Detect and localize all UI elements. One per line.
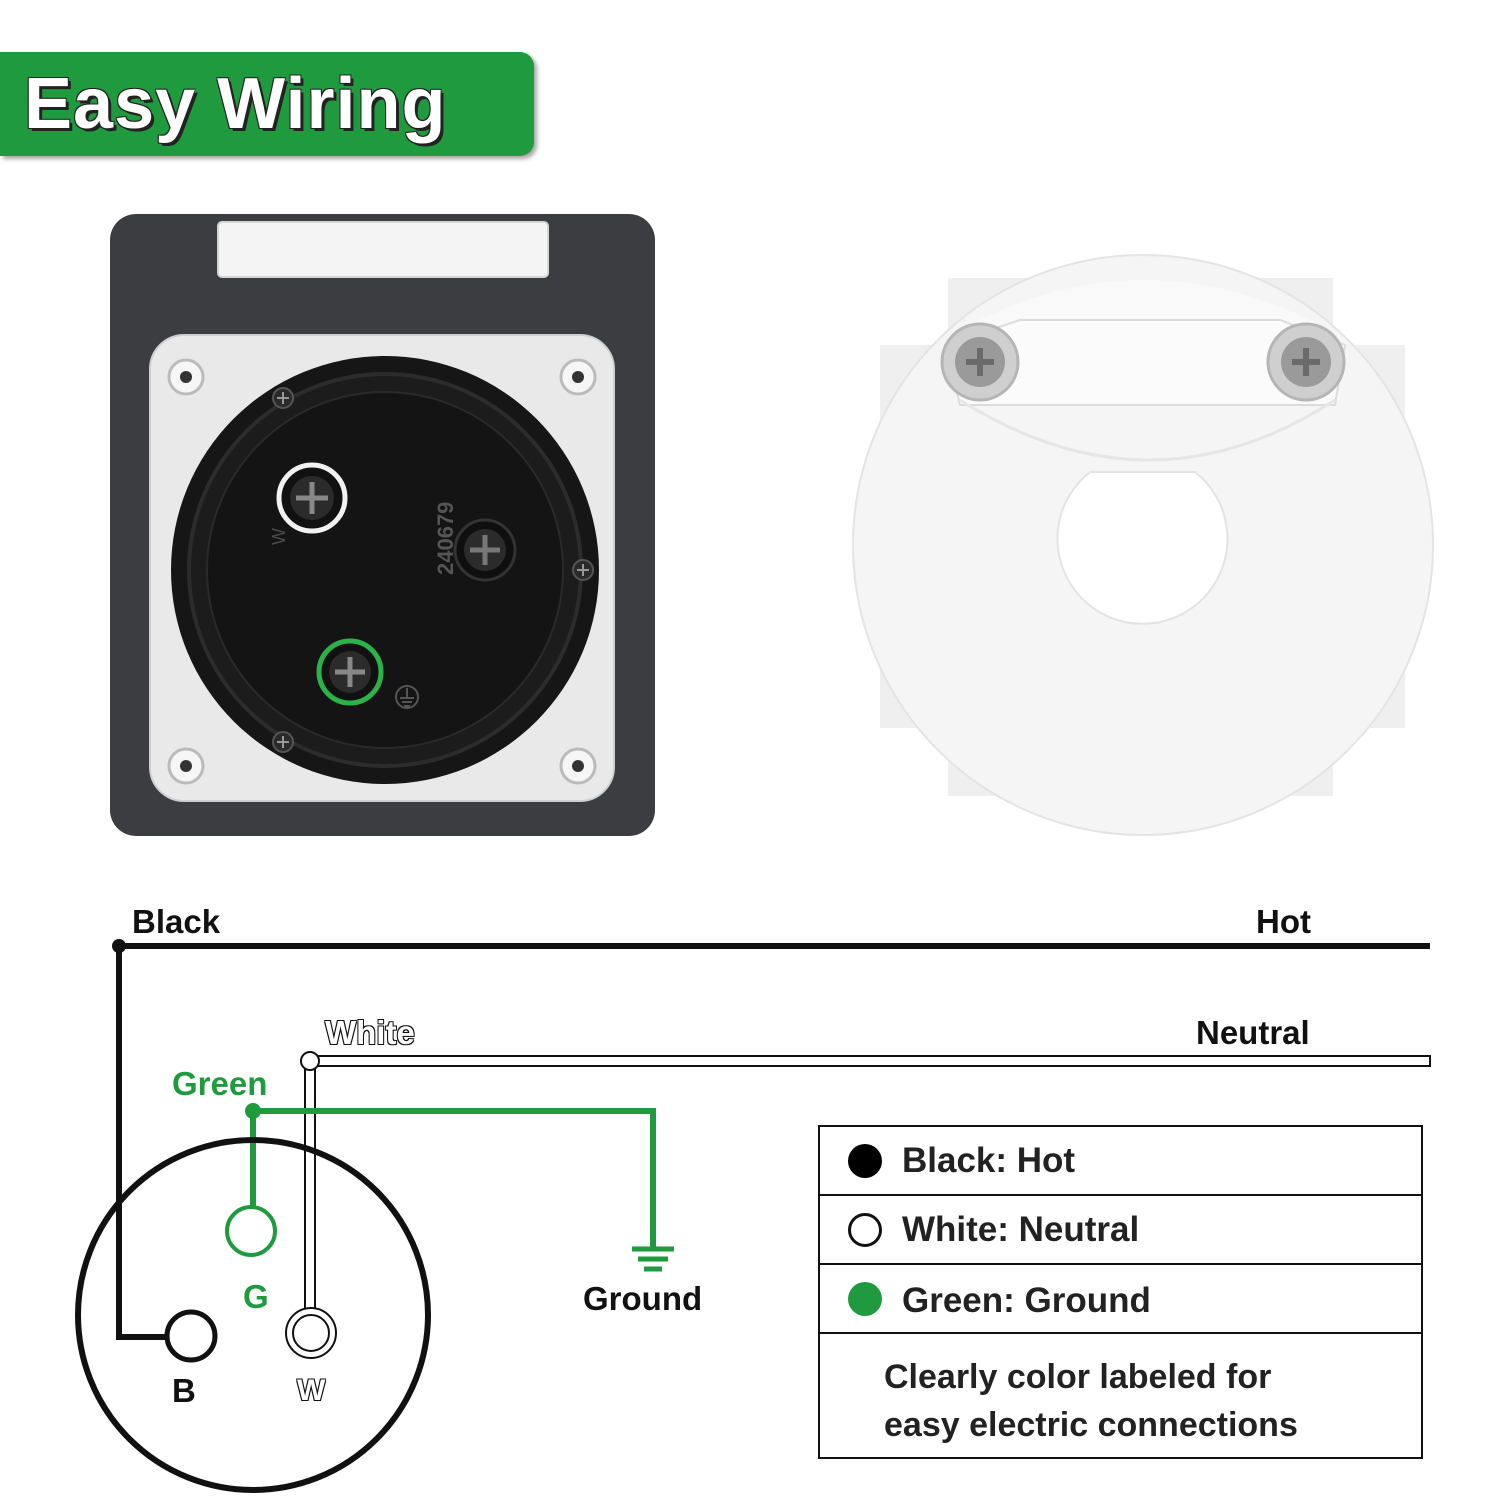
white-wire-label: White [325, 1014, 415, 1051]
terminal-g-label: G [243, 1278, 269, 1315]
green-wire-label: Green [172, 1065, 268, 1102]
cable-hole [1056, 471, 1229, 625]
legend-row-white: White: Neutral [820, 1196, 1421, 1265]
ground-label: Ground [583, 1280, 703, 1317]
legend-row-green: Green: Ground [820, 1265, 1421, 1334]
neutral-wire [309, 1055, 1431, 1067]
terminal-w-label: W [297, 1374, 326, 1407]
black-lead [116, 946, 172, 1340]
earth-symbol-icon [395, 685, 419, 709]
cable-clamp [943, 319, 1347, 406]
terminal-w-mark: W [269, 528, 289, 545]
ground-symbol-icon [632, 1246, 674, 1272]
terminal-b [164, 1309, 218, 1363]
legend-note-line-1: Clearly color labeled for [884, 1358, 1272, 1396]
receptacle-outline [75, 1137, 431, 1493]
title: Easy Wiring [24, 64, 447, 144]
terminal-ground-screw-icon [316, 638, 384, 706]
color-legend: Black: Hot White: Neutral Green: Ground … [818, 1125, 1423, 1459]
black-wire-label: Black [132, 903, 221, 940]
title-banner: Easy Wiring [0, 52, 534, 156]
neutral-label: Neutral [1196, 1014, 1310, 1051]
green-dot-icon [848, 1282, 882, 1316]
legend-text-white: White: Neutral [902, 1210, 1140, 1249]
terminal-w-screw-icon [276, 462, 348, 534]
cover-hinge [217, 221, 549, 278]
part-number: 240679 [433, 502, 458, 575]
white-dot-icon [848, 1213, 882, 1247]
terminal-b-label: B [172, 1372, 196, 1409]
black-dot-icon [848, 1144, 882, 1178]
legend-text-green: Green: Ground [902, 1281, 1151, 1320]
terminal-hot-screw-icon [453, 518, 517, 582]
clamp-screw-icons [940, 322, 1346, 402]
hot-label: Hot [1256, 903, 1311, 940]
power-inlet-front: W 240679 [110, 214, 655, 836]
legend-note: Clearly color labeled for easy electric … [884, 1353, 1298, 1449]
legend-note-line-2: easy electric connections [884, 1406, 1298, 1444]
legend-text-black: Black: Hot [902, 1141, 1076, 1180]
wiring-diagram [75, 939, 1431, 1493]
terminal-g [225, 1205, 277, 1257]
legend-row-black: Black: Hot [820, 1127, 1421, 1196]
green-wire [250, 1108, 656, 1247]
rear-cover [852, 254, 1434, 836]
white-lead [304, 1060, 316, 1310]
